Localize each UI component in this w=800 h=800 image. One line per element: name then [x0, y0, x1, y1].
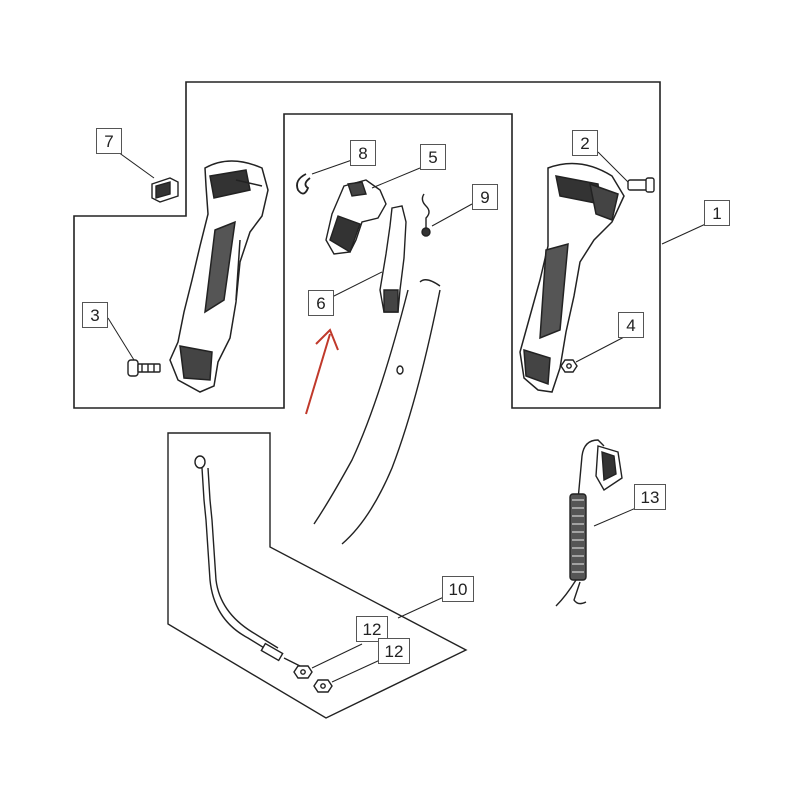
screw-2 — [627, 177, 655, 193]
callout-7: 7 — [96, 128, 122, 154]
handle-half-right — [519, 162, 625, 393]
callout-12-upper: 12 — [356, 616, 388, 642]
callout-10: 10 — [442, 576, 474, 602]
nut-4 — [560, 359, 578, 373]
throttle-cable-10 — [194, 455, 301, 667]
button-7 — [151, 177, 179, 203]
callout-1: 1 — [704, 200, 730, 226]
handle-assembly-outline — [73, 81, 661, 409]
shaft-tube — [313, 279, 441, 545]
callout-4: 4 — [618, 312, 644, 338]
callout-9: 9 — [472, 184, 498, 210]
throttle-cable-outline — [167, 432, 468, 719]
nut-12-lower — [313, 679, 333, 693]
direction-arrow — [305, 333, 331, 415]
callout-12-lower: 12 — [378, 638, 410, 664]
callout-6: 6 — [308, 290, 334, 316]
spring-8 — [296, 173, 311, 195]
leader-lines — [107, 151, 711, 683]
callout-8: 8 — [350, 140, 376, 166]
callout-3: 3 — [82, 302, 108, 328]
handle-half-left — [169, 160, 269, 393]
lever-6 — [379, 205, 407, 313]
callout-13: 13 — [634, 484, 666, 510]
screw-3 — [127, 359, 161, 377]
callout-5: 5 — [420, 144, 446, 170]
direction-arrowhead — [315, 328, 339, 351]
cable-assembly-13 — [555, 439, 623, 607]
spring-9 — [421, 193, 431, 237]
callout-2: 2 — [572, 130, 598, 156]
nut-12-upper — [293, 665, 313, 679]
trigger-5 — [325, 179, 387, 255]
